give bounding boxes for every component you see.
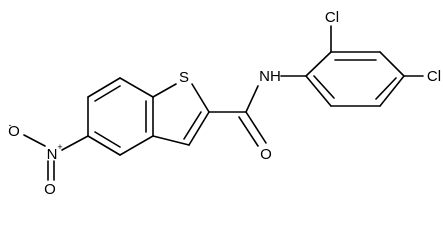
ortho-chlorine-label: Cl bbox=[325, 9, 339, 26]
bond-r6-r1 bbox=[305, 75, 332, 107]
para-chlorine-label: Cl bbox=[427, 68, 441, 85]
bond-c3a-s bbox=[152, 83, 177, 98]
bond-c6-n bbox=[61, 135, 89, 151]
double-bond-c2-c3 bbox=[183, 111, 202, 140]
double-bond-r4-r5 bbox=[375, 77, 397, 100]
nitro-nitrogen-charge: + bbox=[57, 142, 62, 152]
carbonyl-oxygen-label: O bbox=[260, 146, 272, 163]
bond-c6-c5 bbox=[87, 135, 121, 156]
bond-c3a-c7a bbox=[119, 77, 154, 98]
bond-carbonyl-o bbox=[245, 111, 267, 144]
bond-carbonyl-n bbox=[245, 85, 259, 113]
dichlorophenyl-ring bbox=[305, 25, 424, 107]
bond-r3-r4 bbox=[379, 51, 405, 77]
bond-r1-r2 bbox=[305, 51, 332, 77]
bond-r4-r5 bbox=[379, 75, 405, 107]
bond-c5-c4 bbox=[119, 135, 154, 156]
bond-n-o-top bbox=[23, 134, 46, 147]
amide-group bbox=[208, 75, 307, 147]
double-bond-c6-c5 bbox=[94, 131, 121, 148]
nitro-oxygen-top-charge: - bbox=[9, 120, 12, 130]
double-bond-r6-r1 bbox=[313, 75, 335, 99]
bond-c2-c3 bbox=[188, 111, 210, 146]
double-bond-c7a-c7 bbox=[94, 85, 121, 102]
bond-c7a-c7 bbox=[87, 77, 121, 98]
nitro-group bbox=[23, 134, 89, 181]
bond-s-c2 bbox=[191, 83, 210, 113]
thiophene-ring bbox=[152, 83, 210, 146]
nitro-nitrogen-label: N bbox=[47, 146, 58, 163]
structure-canvas: S NH O N + O - O Cl Cl bbox=[8, 9, 441, 198]
amide-nh-label: NH bbox=[259, 68, 281, 85]
double-bond-carbonyl-o bbox=[238, 116, 259, 147]
benzo-ring bbox=[87, 77, 154, 156]
nitro-oxygen-bottom-label: O bbox=[44, 181, 56, 198]
bond-c3-c4 bbox=[152, 135, 190, 146]
sulfur-atom-label: S bbox=[179, 69, 189, 86]
nitro-oxygen-top-label: O bbox=[8, 123, 20, 140]
chemical-structure-diagram: S NH O N + O - O Cl Cl bbox=[8, 9, 441, 198]
